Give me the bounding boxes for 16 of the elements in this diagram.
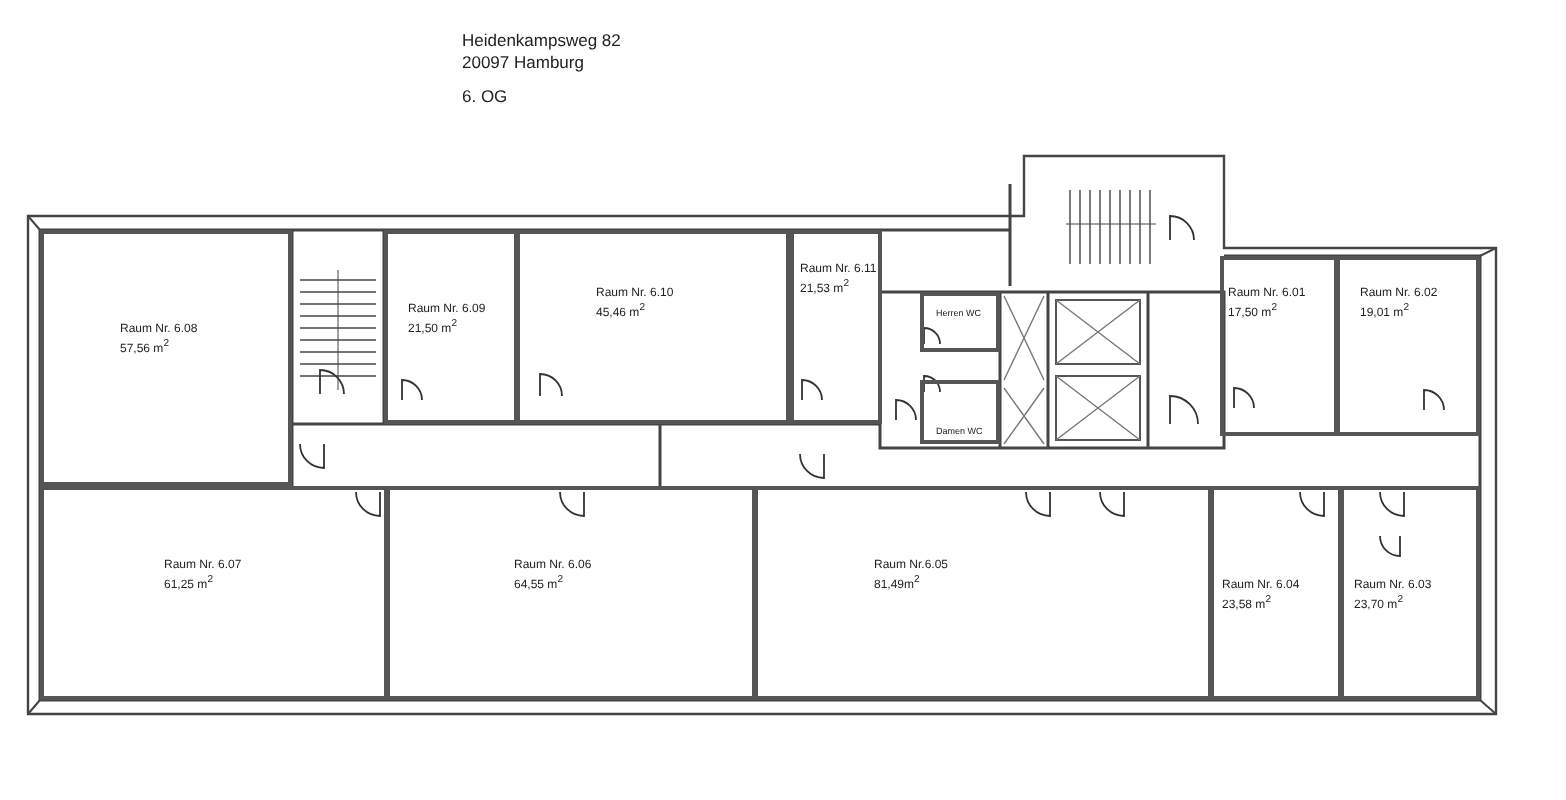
restroom-outline — [920, 292, 1000, 352]
room-outline — [790, 230, 882, 424]
floor-label: 6. OG — [462, 86, 508, 106]
room-outline — [1220, 256, 1338, 436]
room-outline — [386, 486, 756, 700]
address-text: 20097 Hamburg — [462, 52, 584, 72]
room-outline — [384, 230, 518, 424]
room-outline — [1340, 486, 1480, 700]
restroom-outline — [920, 380, 1000, 444]
room-outline — [40, 230, 292, 486]
room-outline — [40, 486, 388, 700]
room-outline — [754, 486, 1212, 700]
room-outline — [516, 230, 790, 424]
room-outline — [1210, 486, 1342, 700]
address-heading: Heidenkampsweg 82 — [462, 30, 621, 50]
room-outline — [1336, 256, 1480, 436]
